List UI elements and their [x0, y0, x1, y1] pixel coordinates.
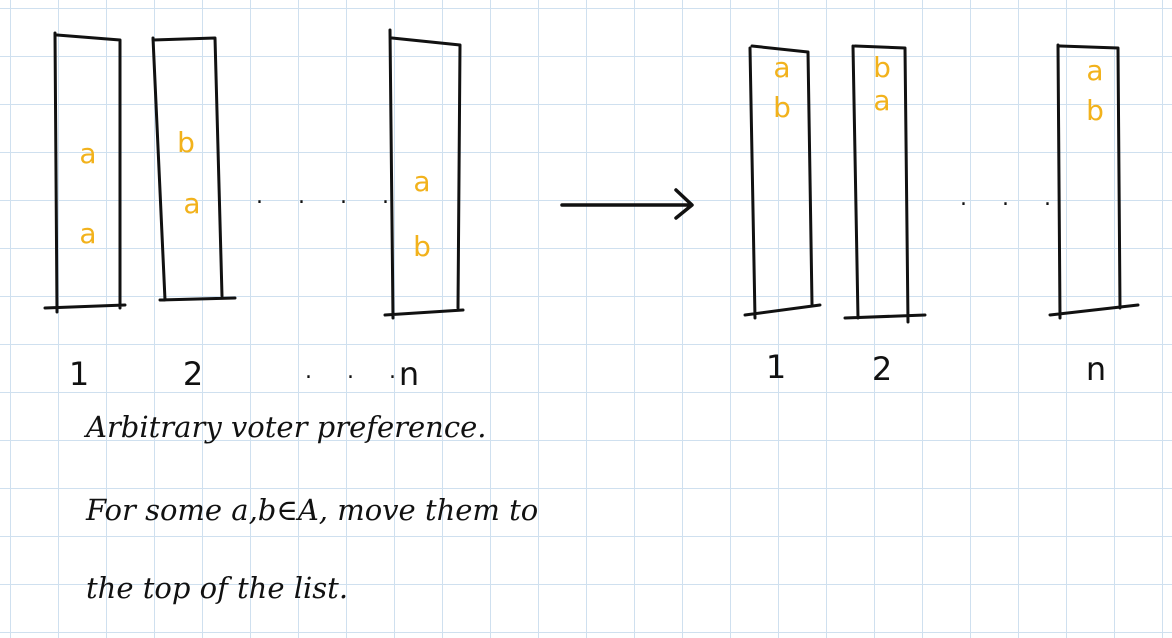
before-voter-n: a b n — [383, 28, 465, 393]
note-line-1: Arbitrary voter preference. — [86, 410, 487, 444]
before-voter-2-ballot — [151, 36, 237, 302]
before-voter-1-second-choice: a — [79, 217, 96, 250]
before-voter-1-top-choice: a — [79, 137, 96, 170]
before-voter-1-label: 1 — [69, 355, 89, 393]
after-voters-ellipsis: . . . — [960, 186, 1065, 211]
before-voter-n-ballot — [383, 28, 465, 320]
after-voter-2-ballot — [843, 44, 927, 324]
before-voter-1-ballot — [43, 31, 127, 314]
after-voter-1-label: 1 — [766, 348, 786, 386]
before-voter-2-second-choice: a — [183, 187, 200, 220]
after-voter-1-top-choice: a — [773, 51, 790, 84]
after-voter-n: a b n — [1048, 43, 1140, 388]
after-voter-n-ballot — [1048, 43, 1140, 320]
before-voters-ellipsis: . . . . — [256, 184, 403, 209]
note-line-3: the top of the list. — [86, 571, 349, 605]
after-voter-2-second-choice: a — [873, 84, 890, 117]
after-voter-1-second-choice: b — [773, 91, 791, 124]
before-voter-2-label: 2 — [183, 355, 203, 393]
after-voter-n-label: n — [1086, 350, 1106, 388]
before-voter-n-label: n — [399, 355, 419, 393]
after-voter-n-second-choice: b — [1086, 94, 1104, 127]
after-voter-1-ballot — [743, 44, 822, 320]
transform-arrow — [560, 188, 694, 220]
before-labels-ellipsis: . . . — [305, 359, 410, 384]
before-voter-2-top-choice: b — [177, 126, 195, 159]
after-voter-2-label: 2 — [872, 350, 892, 388]
before-voter-2: b a 2 — [151, 36, 237, 393]
before-voter-1: a a 1 — [43, 31, 127, 393]
before-voter-n-second-choice: b — [413, 230, 431, 263]
after-voter-2: b a 2 — [843, 44, 927, 388]
after-voter-n-top-choice: a — [1086, 54, 1103, 87]
before-voter-n-top-choice: a — [413, 165, 430, 198]
note-line-2: For some a,b∈A, move them to — [86, 493, 539, 527]
after-voter-2-top-choice: b — [873, 51, 891, 84]
after-voter-1: a b 1 — [743, 44, 822, 386]
